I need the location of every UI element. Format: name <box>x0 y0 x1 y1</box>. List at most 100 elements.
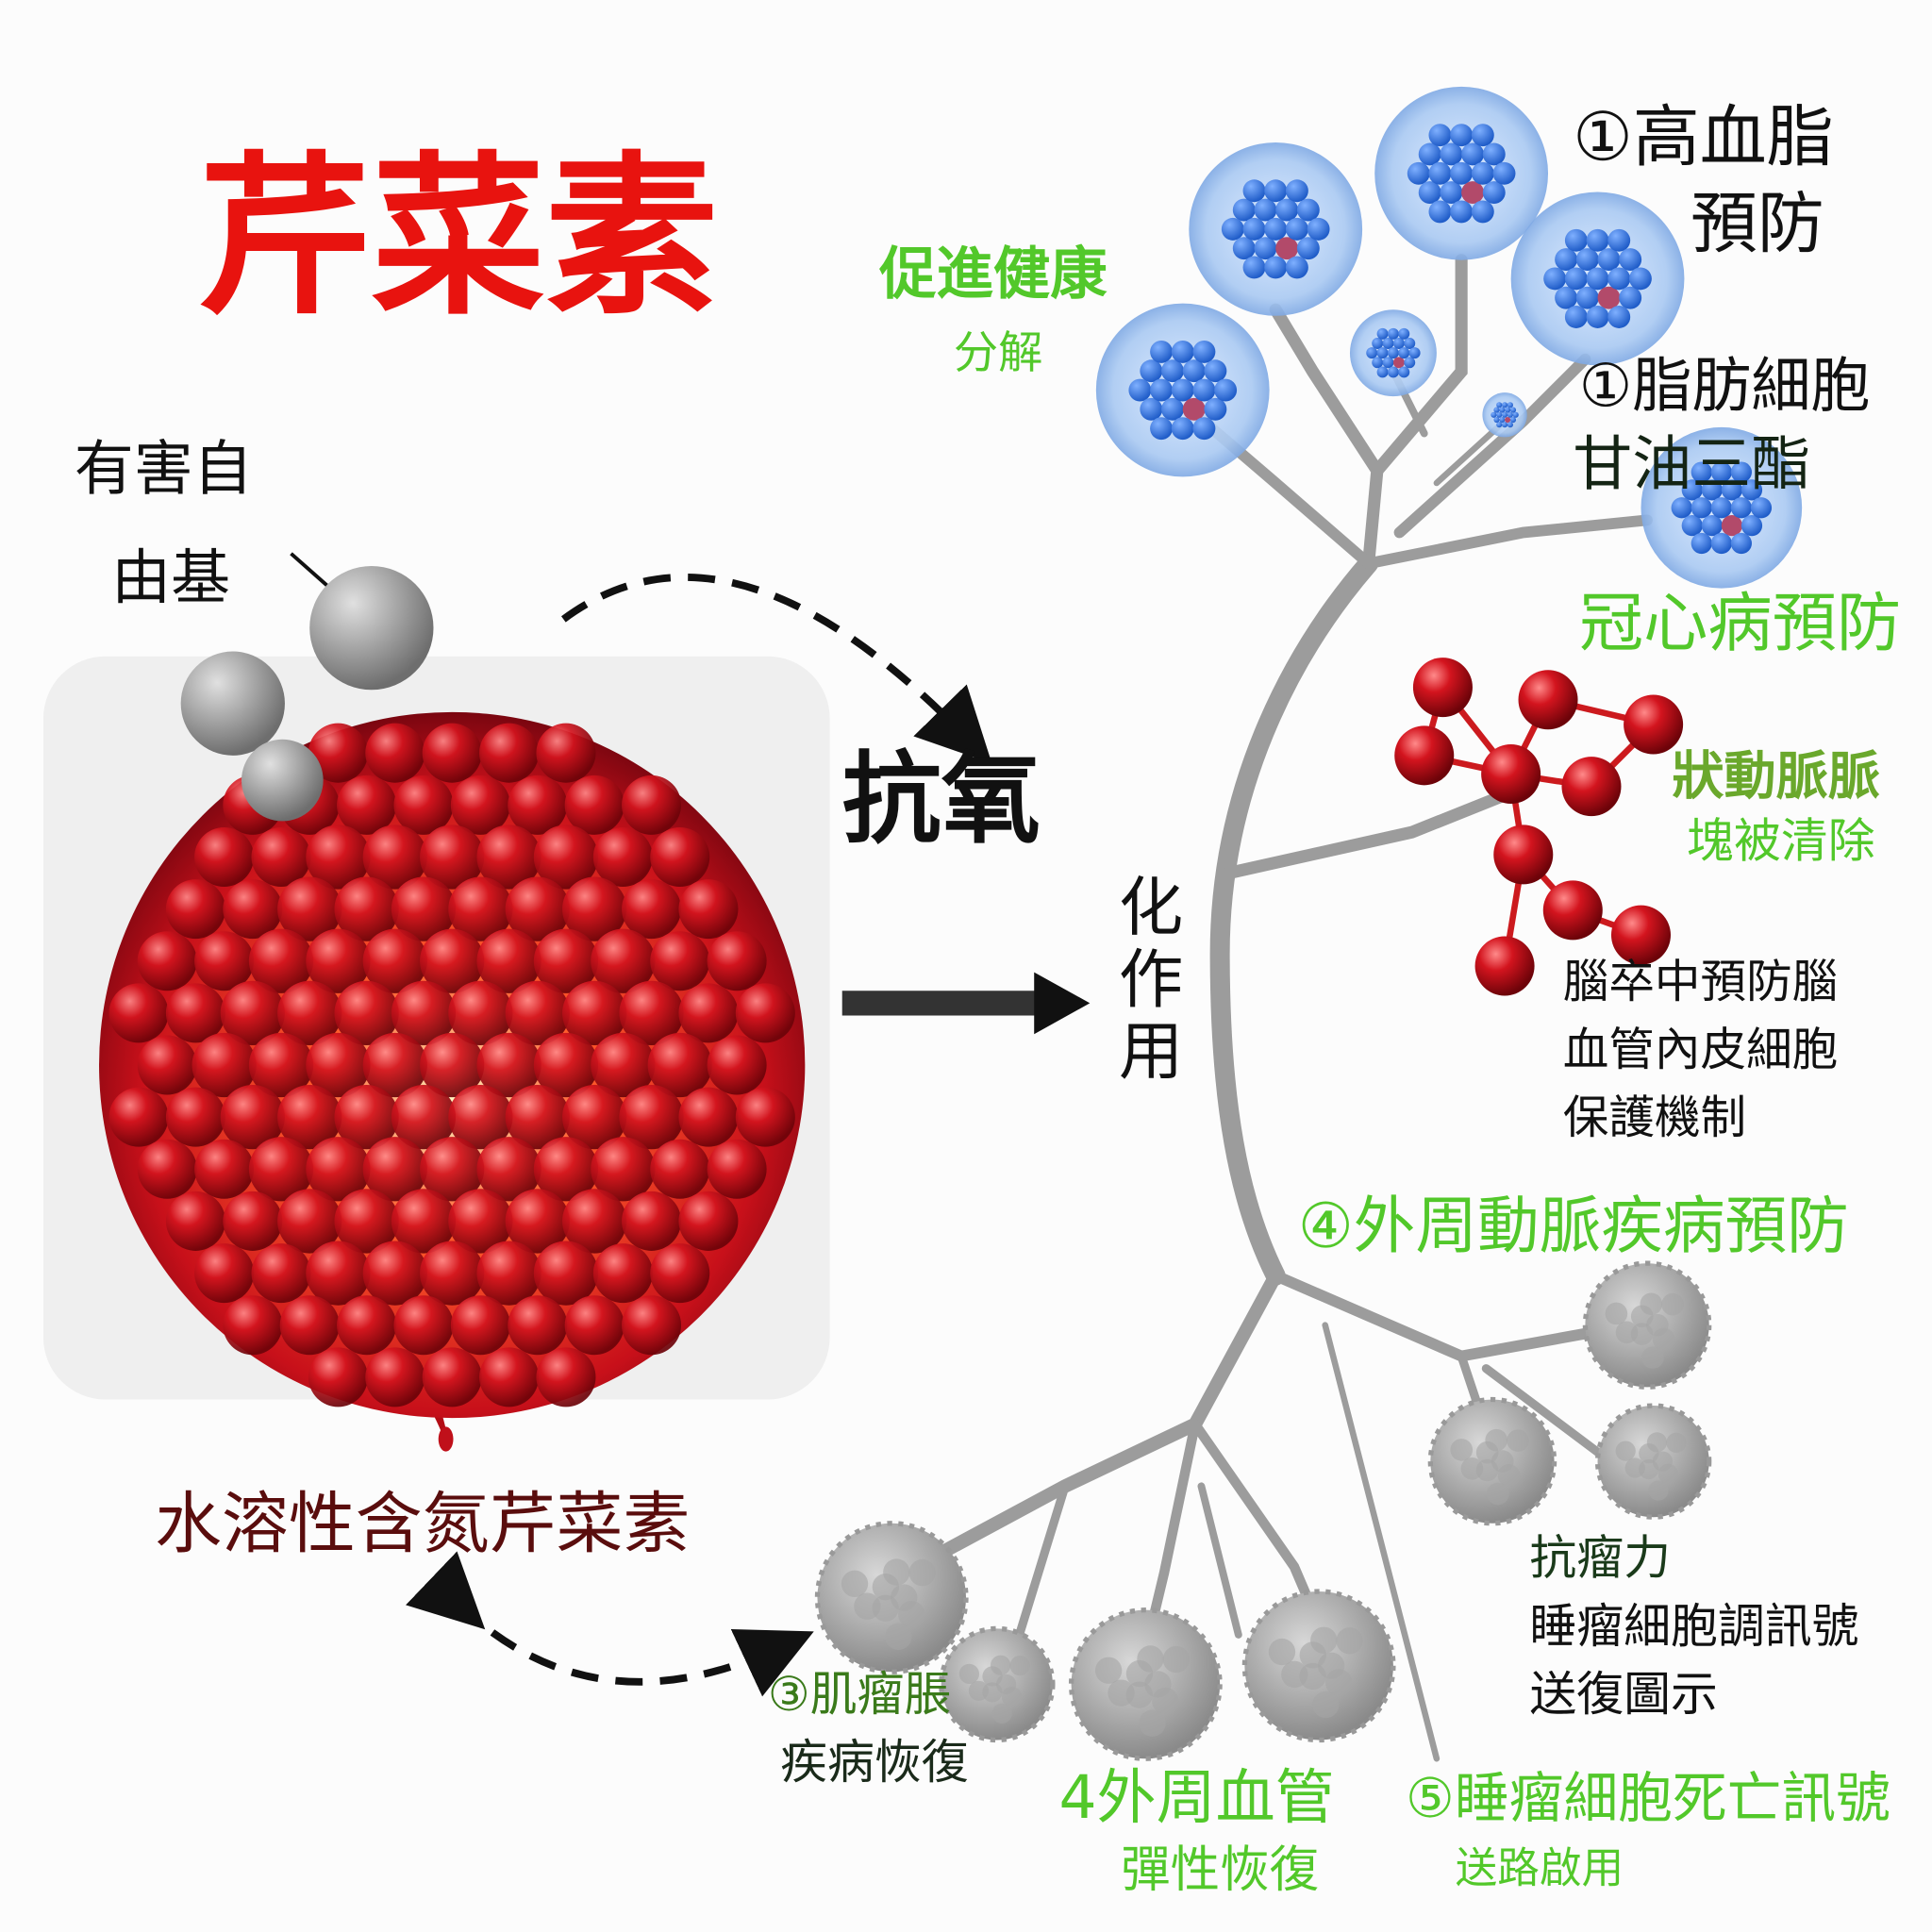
fat-droplet <box>1619 286 1642 309</box>
tumor-texture <box>898 1601 925 1628</box>
berry-sphere <box>391 1085 457 1150</box>
stroke-label-2: 血管內皮細胞 <box>1562 1023 1839 1076</box>
fat-droplet <box>1296 237 1320 260</box>
fat-droplet <box>1408 347 1421 359</box>
vessel-label-2: 彈性恢復 <box>1121 1841 1320 1899</box>
berry-sphere <box>476 928 541 993</box>
fat-droplet <box>1512 411 1519 418</box>
berry-sphere <box>505 1085 570 1150</box>
berry-sphere <box>564 1295 625 1356</box>
berry-sphere <box>707 1139 767 1199</box>
fat-droplet <box>1398 327 1410 340</box>
branch-lower <box>1322 1322 1441 1762</box>
fat-droplet <box>1740 479 1763 501</box>
fat-droplet <box>1192 340 1216 363</box>
peripheral-artery-label: ④外周動脈疾病預防 <box>1297 1190 1849 1262</box>
berry-sphere <box>536 1347 596 1407</box>
berry-sphere <box>194 1139 255 1199</box>
fat-droplet <box>1387 327 1399 340</box>
fat-droplet <box>1204 359 1227 383</box>
berry-sphere <box>223 1295 283 1356</box>
fat-droplet <box>1440 142 1463 166</box>
tumor-texture <box>1641 1346 1664 1369</box>
fat-droplet <box>1681 515 1703 537</box>
tumor-texture <box>1666 1432 1687 1453</box>
tumor-cells <box>814 1260 1712 1761</box>
fat-droplet <box>1372 338 1384 349</box>
fat-droplet <box>1575 248 1599 272</box>
tumor-texture <box>1646 1432 1668 1453</box>
tumor-texture <box>1162 1645 1191 1674</box>
fat-droplet <box>1232 198 1256 222</box>
fat-droplet <box>1376 347 1389 359</box>
action-label: 化作用 <box>1107 873 1182 1089</box>
fat-droplet <box>1555 286 1578 309</box>
berry-sphere <box>306 1137 371 1202</box>
fat-droplet <box>1564 306 1588 328</box>
tumor-texture <box>885 1623 912 1650</box>
action-arrow <box>841 972 1091 1035</box>
hyperlipidemia-label-2: 預防 <box>1690 184 1824 263</box>
fat-droplet <box>1387 366 1399 378</box>
berry-sphere <box>650 931 710 991</box>
fat-droplet <box>1296 198 1320 222</box>
berry-sphere <box>562 980 627 1046</box>
branch-lower <box>1010 1481 1070 1652</box>
berry-sphere <box>248 1137 314 1202</box>
berry-sphere <box>591 1032 656 1098</box>
branch-lower <box>1270 1270 1604 1362</box>
fat-droplet <box>1418 181 1441 205</box>
berry-sphere <box>334 1085 399 1150</box>
tumor-texture <box>1281 1660 1308 1689</box>
tumor-texture <box>1139 1709 1166 1737</box>
apigenin-molecule-cluster <box>99 711 806 1452</box>
antitumor-label-3: 送復圖示 <box>1529 1667 1718 1722</box>
berry-sphere <box>564 774 625 835</box>
berry-sphere <box>279 1295 340 1356</box>
branch-lower <box>1197 1482 1242 1639</box>
fat-droplet <box>1285 217 1308 241</box>
fat-droplet <box>1150 378 1173 402</box>
berry-sphere <box>362 1032 427 1098</box>
tumor-texture <box>1312 1690 1340 1719</box>
berry-sphere <box>194 931 255 991</box>
fat-droplet <box>1482 142 1506 166</box>
fat-droplet <box>1192 378 1216 402</box>
main-title: 芹菜素 <box>198 137 719 340</box>
tumor-texture <box>991 1703 1012 1724</box>
fat-droplet <box>1491 411 1497 418</box>
fat-droplet <box>1450 161 1474 185</box>
berry-sphere <box>622 1295 682 1356</box>
tumor-texture <box>1094 1657 1123 1684</box>
fat-droplet <box>1398 366 1410 378</box>
berry-sphere <box>647 1032 712 1098</box>
berry-sphere <box>562 1085 627 1150</box>
fat-droplet <box>1242 217 1266 241</box>
berry-sphere <box>479 723 540 783</box>
tumor-texture <box>1336 1627 1363 1655</box>
fat-droplet <box>1161 397 1184 421</box>
tumor-texture <box>1009 1655 1030 1676</box>
berry-sphere <box>365 723 425 783</box>
berry-sphere <box>194 826 255 887</box>
berry-sphere <box>508 774 568 835</box>
fat-droplet <box>1182 359 1206 383</box>
fat-droplet <box>1502 422 1508 428</box>
fat-droplet <box>1192 417 1216 441</box>
fat-droplet <box>1471 161 1494 185</box>
berry-sphere <box>448 980 513 1046</box>
berry-sphere <box>735 1087 795 1147</box>
fat-droplet <box>1392 338 1405 349</box>
berry-sphere <box>422 1347 482 1407</box>
fat-droplet <box>1285 179 1308 203</box>
stroke-label-3: 保護機制 <box>1562 1091 1747 1145</box>
berry-sphere <box>650 1243 710 1304</box>
berry-sphere <box>165 1087 225 1147</box>
plaque-ball <box>1518 670 1578 730</box>
fat-droplet <box>1628 267 1652 291</box>
free-radical-ball <box>180 651 285 756</box>
fat-droplet <box>1586 267 1609 291</box>
berry-sphere <box>362 928 427 993</box>
berry-sphere <box>393 774 454 835</box>
fat-droplet <box>1607 228 1631 252</box>
